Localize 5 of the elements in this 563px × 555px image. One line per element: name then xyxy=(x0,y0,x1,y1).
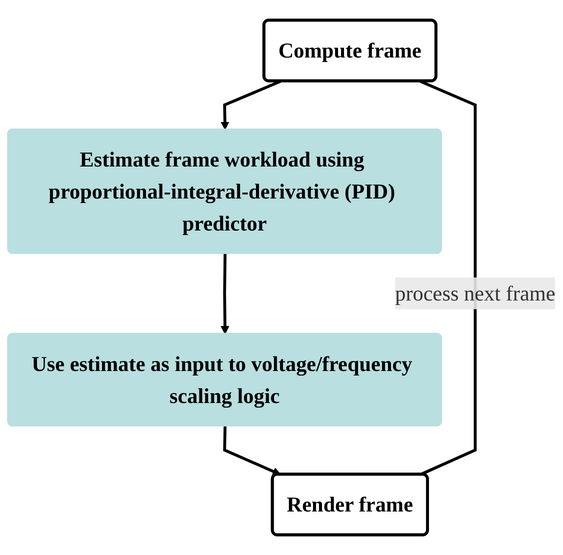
connector xyxy=(420,80,477,476)
arrow xyxy=(223,426,281,476)
arrow xyxy=(220,80,282,130)
arrow xyxy=(220,254,230,334)
edge-label: process next frame xyxy=(395,281,556,306)
